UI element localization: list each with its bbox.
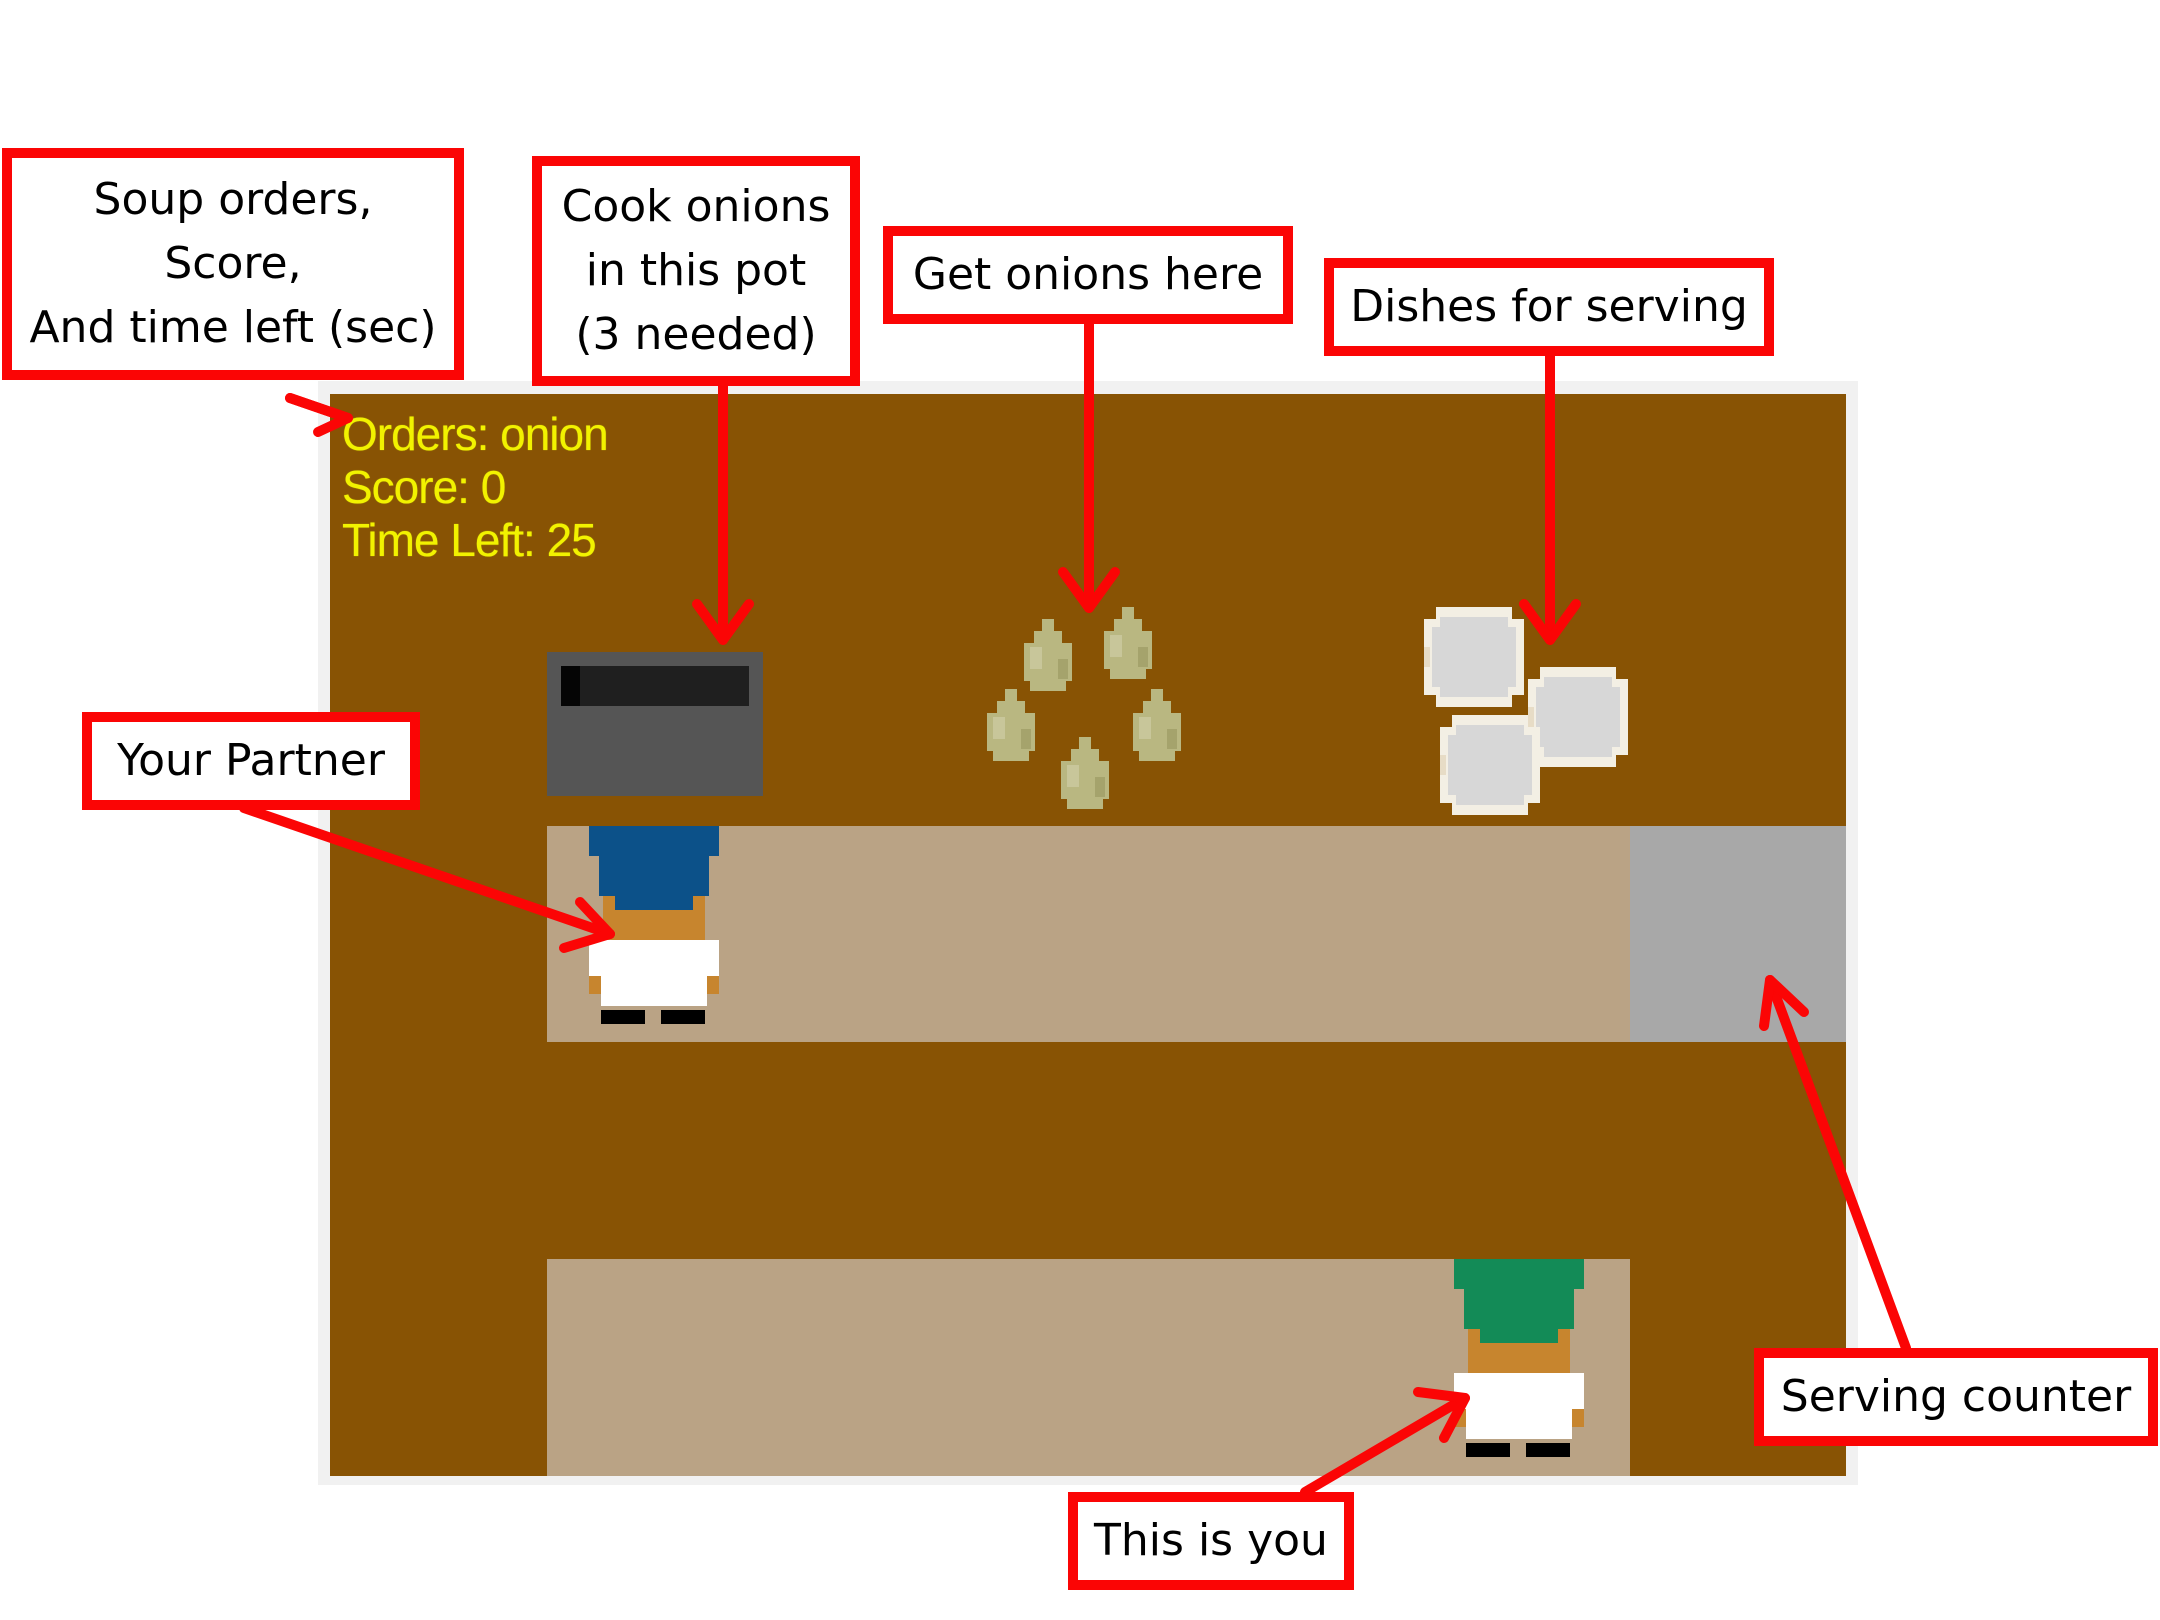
callout-hud-text: Soup orders, Score, And time left (sec) <box>29 174 437 353</box>
score-text: Score: 0 <box>342 461 506 513</box>
arrow-you <box>1300 1393 1470 1497</box>
cook-progress-fill <box>561 666 580 706</box>
callout-hud: Soup orders, Score, And time left (sec) <box>2 148 464 380</box>
arrow-you-head <box>1413 1387 1470 1443</box>
callout-you-text: This is you <box>1094 1515 1328 1566</box>
arrow-dishes-head <box>1519 599 1581 645</box>
cook-progress-bar <box>561 666 749 706</box>
arrow-partner-head <box>559 897 615 953</box>
floor-upper <box>547 826 1630 1042</box>
time-left-text: Time Left: 25 <box>342 514 597 566</box>
serving-counter <box>1630 826 1846 1042</box>
callout-dishes-text: Dishes for serving <box>1350 281 1748 332</box>
arrow-serving-head <box>1759 975 1809 1031</box>
arrow-onions-head <box>1058 567 1120 613</box>
arrow-partner <box>239 803 615 939</box>
hud: Orders: onion Score: 0 Time Left: 25 <box>342 408 609 567</box>
callout-partner-text: Your Partner <box>117 735 385 786</box>
callout-serving: Serving counter <box>1754 1348 2158 1446</box>
floor-lower <box>547 1259 1630 1476</box>
orders-text: Orders: onion <box>342 408 609 460</box>
callout-serving-text: Serving counter <box>1780 1371 2132 1422</box>
cooking-pot <box>547 652 763 796</box>
callout-onions-text: Get onions here <box>912 249 1264 300</box>
callout-you: This is you <box>1068 1492 1354 1590</box>
callout-partner: Your Partner <box>82 712 420 810</box>
callout-dishes: Dishes for serving <box>1324 258 1774 356</box>
callout-pot-text: Cook onions in this pot (3 needed) <box>561 181 831 360</box>
arrow-serving <box>1765 975 1911 1353</box>
arrow-pot-head <box>692 599 754 645</box>
player-chef <box>1454 1259 1584 1457</box>
callout-pot: Cook onions in this pot (3 needed) <box>532 156 860 386</box>
arrow-hud-head <box>285 393 353 437</box>
callout-onions: Get onions here <box>883 226 1293 324</box>
